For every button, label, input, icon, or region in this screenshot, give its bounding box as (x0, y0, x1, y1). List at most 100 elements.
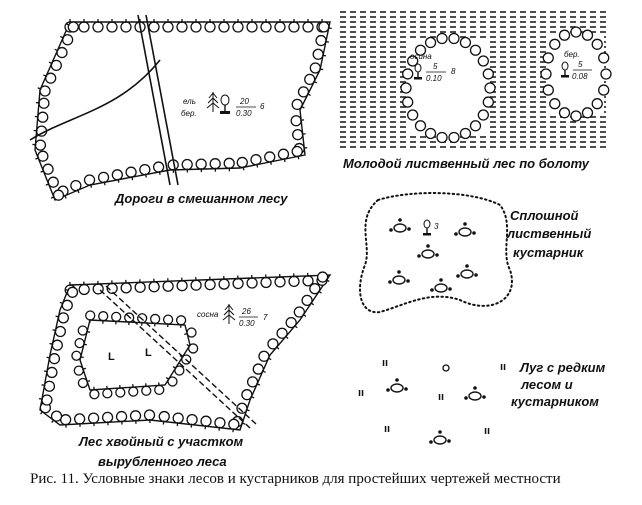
tree-crown-mark (120, 282, 132, 294)
tree-crown-mark (78, 283, 90, 296)
tree-crown-stem (40, 170, 45, 173)
tree-crown-stem (317, 290, 322, 294)
clearing-edge-scallops (71, 310, 199, 400)
tree-crown-stem (261, 370, 266, 373)
tree-crown-mark (598, 52, 610, 64)
tree-crown-mark (47, 176, 59, 188)
tree-height: 5 (433, 62, 438, 71)
tree-crown-mark (34, 139, 47, 151)
clearing-left (408, 40, 488, 135)
tree-crown-mark (318, 21, 330, 33)
tree-crown-mark (115, 387, 126, 398)
tree-crown-stem (86, 330, 91, 333)
shrub-marker (458, 227, 472, 237)
tree-crown-mark (414, 120, 427, 132)
tree-crown-mark (309, 283, 321, 295)
tree-crown-mark (482, 96, 494, 108)
panel-label-line1: Лес хвойный с участком (78, 434, 244, 449)
tree-crown-stem (321, 54, 327, 57)
tree-crown-stem (51, 418, 55, 423)
tree-crown-mark (292, 129, 304, 141)
tree-crown-stem (319, 68, 324, 71)
tree-crown-mark (71, 350, 82, 361)
tree-crown-mark (482, 68, 494, 80)
tree-crown-stem (144, 173, 147, 178)
tree-crown-mark (459, 127, 472, 140)
tree-crown-stem (172, 365, 177, 370)
tree-height: 20 (239, 97, 249, 106)
tree-crown-mark (402, 68, 414, 80)
tree-crown-mark (570, 26, 582, 38)
tree-diameter: 0.08 (572, 72, 588, 81)
shrub-dot (456, 274, 460, 278)
tree-crown-mark (246, 21, 258, 33)
tree-crown-mark (232, 277, 244, 290)
tree-spacing: 8 (451, 67, 456, 76)
tree-crown-stem (35, 157, 40, 160)
tree-crown-mark (258, 350, 270, 362)
tree-crown-mark (42, 163, 54, 175)
shrub-dot (463, 222, 467, 226)
tree-crown-mark (186, 327, 197, 338)
tree-crown-mark (260, 276, 272, 289)
tree-crown-mark (54, 325, 66, 338)
shrub-marker (460, 269, 474, 279)
tree-crown-mark (304, 73, 316, 86)
tree-crown-mark (67, 21, 79, 33)
meadow-grass-mark: ıı (438, 391, 444, 403)
tree-crown-mark (129, 410, 142, 422)
tree-crown-mark (274, 21, 286, 33)
tree-crown-mark (50, 410, 63, 422)
tree-crown-mark (73, 365, 84, 376)
tree-crown-mark (477, 55, 489, 67)
shrub-marker (392, 275, 406, 285)
tree-crown-stem (284, 335, 289, 339)
shrub-dot (472, 231, 476, 235)
tree-crown-stem (79, 355, 84, 359)
shrub-dot (464, 396, 468, 400)
panel-label-line2: вырубленного леса (98, 454, 227, 469)
tree-crown-mark (484, 82, 496, 94)
tree-diameter: 0.10 (426, 74, 442, 83)
tree-crown-mark (570, 110, 582, 122)
forest-edge-scallops (38, 271, 330, 433)
tree-crown-stem (302, 313, 307, 317)
tree-crown-mark (301, 294, 313, 307)
tree-height: 26 (241, 307, 251, 316)
tree-crown-stem (241, 422, 246, 425)
tree-crown-mark (87, 412, 100, 424)
tree-crown-mark (400, 82, 412, 94)
shrub-dot (438, 430, 442, 434)
tree-crown-mark (549, 38, 561, 50)
shrub-dot (397, 270, 401, 274)
tree-crown-mark (297, 86, 310, 98)
tree-crown-mark (162, 280, 174, 292)
tree-diameter: 0.30 (236, 109, 252, 118)
forest-outline (34, 21, 331, 201)
tree-crown-mark (246, 376, 259, 388)
tree-crown-stem (293, 324, 298, 329)
tree-crown-mark (448, 131, 460, 144)
tree-crown-mark (542, 52, 554, 64)
shrub-dot (447, 439, 451, 443)
tree-crown-mark (148, 21, 160, 33)
tree-crown-mark (57, 312, 70, 324)
tree-crown-mark (141, 385, 152, 396)
tree-crown-mark (459, 36, 472, 49)
tree-crown-mark (125, 166, 137, 178)
tree-crown-mark (448, 32, 460, 45)
tree-crown-mark (316, 271, 329, 283)
panel-label-line2: лесом и (520, 377, 573, 392)
tree-crown-mark (267, 338, 279, 350)
panel-swamp-forest: осина 5 0.10 8 бер. 5 0.08 Молодой листв… (340, 11, 612, 171)
shrub-dot (407, 227, 411, 231)
panel-label: Молодой лиственный лес по болоту (343, 156, 590, 171)
tree-crown-mark (436, 131, 448, 144)
tree-crown-mark (581, 107, 594, 119)
shrub-dot (473, 386, 477, 390)
tree-crown-mark (214, 417, 226, 429)
shrub-dot (448, 287, 452, 291)
tree-crown-mark (591, 98, 603, 110)
tree-crown-mark (542, 84, 554, 96)
